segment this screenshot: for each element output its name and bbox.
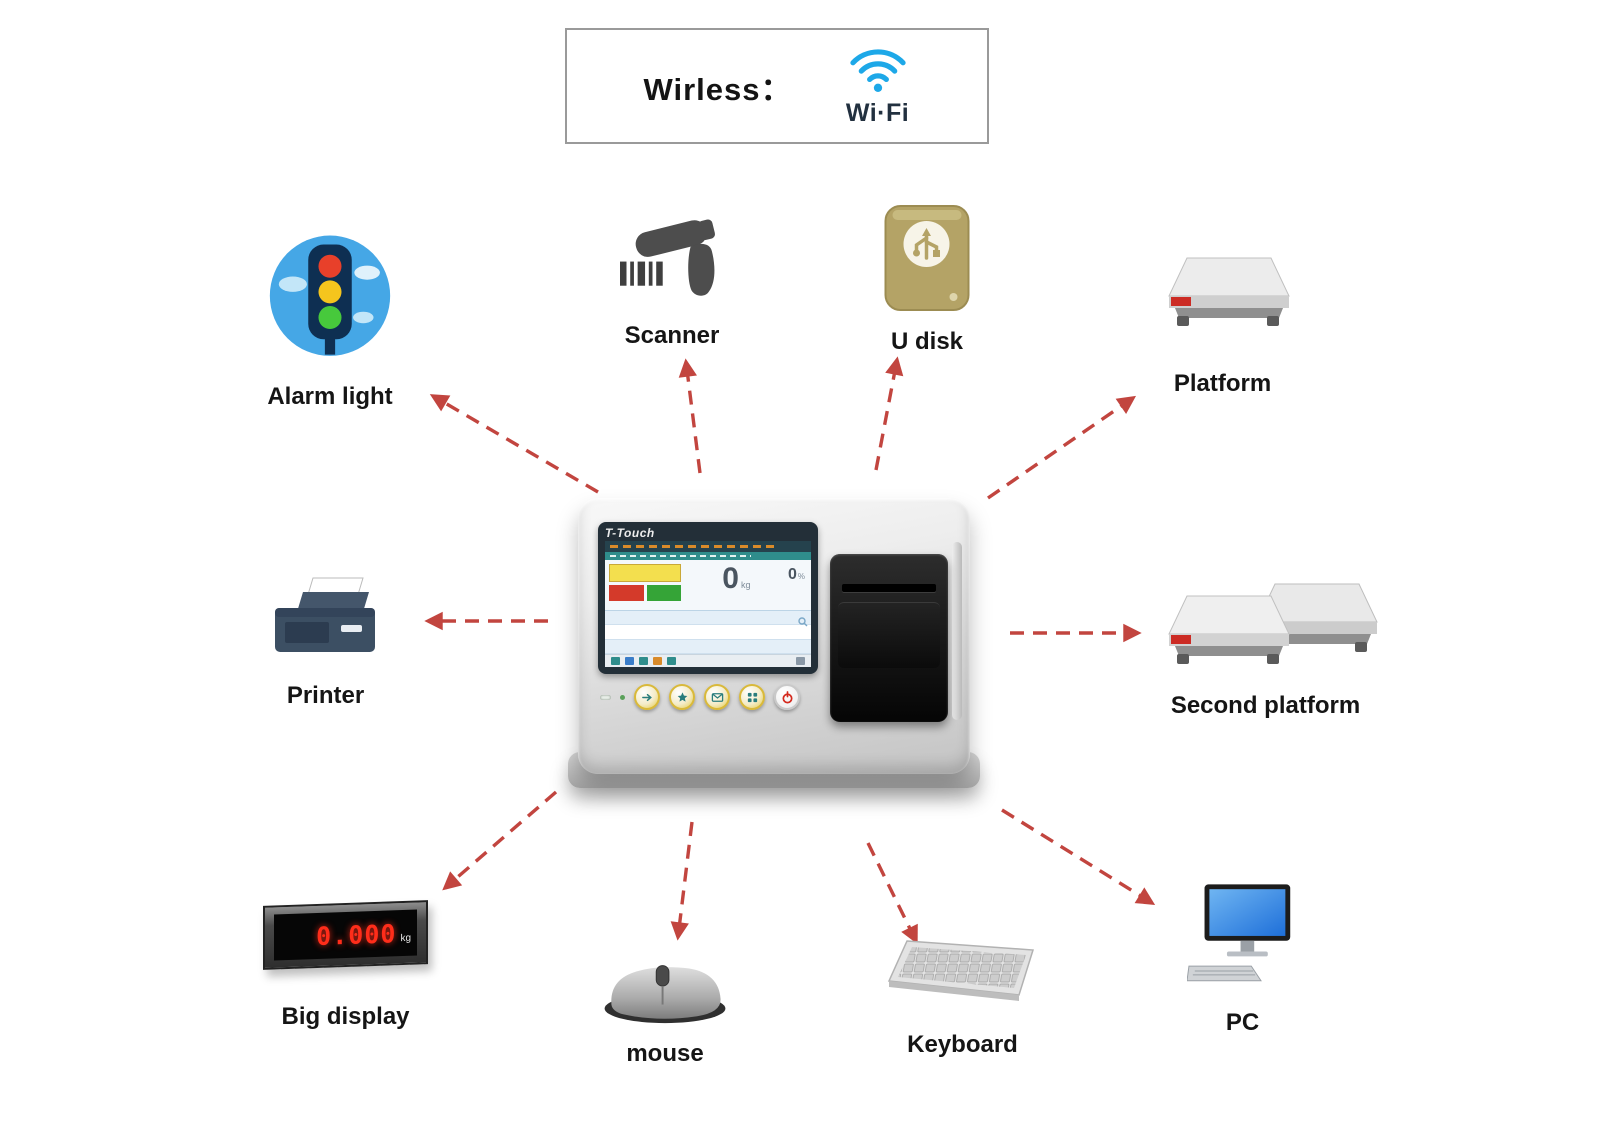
- toolbar-icon: [625, 657, 634, 665]
- device-buttons: [598, 684, 818, 710]
- node-label: Platform: [1173, 370, 1272, 397]
- wireless-box: Wirless： Wi·Fi: [565, 28, 989, 144]
- node-pc: PC: [1185, 882, 1300, 1037]
- node-label: PC: [1225, 1009, 1260, 1036]
- toolbar-icon: [639, 657, 648, 665]
- function-button-arrow: [634, 684, 660, 710]
- screen-status-chips: [609, 564, 681, 608]
- toolbar-icon: [611, 657, 620, 665]
- magnifier-icon: [798, 614, 808, 632]
- printer-cover: [838, 602, 940, 668]
- screen-header-bar: [605, 541, 811, 552]
- screen-record-table: [605, 610, 811, 654]
- node-second-platform: Second platform: [1148, 578, 1383, 720]
- node-label: U disk: [890, 328, 964, 355]
- node-label: Big display: [281, 1003, 410, 1030]
- node-mouse: mouse: [590, 950, 740, 1068]
- wifi-block: Wi·Fi: [845, 45, 911, 128]
- screen-weight-unit: kg: [740, 580, 751, 590]
- function-button-mail: [704, 684, 730, 710]
- computer-keyboard-icon: [887, 933, 1039, 1013]
- toolbar-icon: [796, 657, 805, 665]
- node-keyboard: Keyboard: [880, 933, 1045, 1059]
- node-label: mouse: [626, 1040, 704, 1067]
- node-scanner: Scanner: [592, 204, 752, 350]
- dual-weighing-platform-icon: [1153, 578, 1378, 678]
- node-u-disk: U disk: [852, 202, 1002, 356]
- screen-percent-value: 0: [787, 566, 797, 583]
- node-label: Alarm light: [267, 383, 393, 410]
- screen-ok-chip: [646, 585, 681, 601]
- wireless-label: Wirless：: [643, 71, 793, 107]
- printer-paper-slot: [842, 584, 936, 592]
- weighing-platform-icon: [1153, 252, 1293, 344]
- screen-under-chip: [609, 585, 644, 601]
- barcode-scanner-icon: [616, 204, 728, 308]
- node-printer: Printer: [248, 576, 403, 710]
- screen-subheader-bar: [605, 552, 811, 560]
- device-brand: T-Touch: [605, 526, 655, 540]
- node-label: Keyboard: [907, 1031, 1018, 1058]
- node-label: Scanner: [624, 322, 720, 349]
- device-screen-panel: T-Touch 0: [598, 522, 818, 710]
- traffic-light-icon: [266, 233, 394, 361]
- desktop-computer-icon: [1186, 882, 1299, 985]
- computer-mouse-icon: [598, 950, 733, 1026]
- printer-icon: [265, 576, 387, 668]
- led-display-screen: 0.000 kg: [274, 909, 417, 961]
- node-label: Printer: [286, 682, 365, 709]
- wifi-signal-icon: [845, 45, 911, 98]
- device-printer-module: [830, 554, 948, 722]
- led-display-unit: kg: [400, 932, 411, 944]
- screen-weight-value: 0: [722, 562, 739, 595]
- power-button: [774, 684, 800, 710]
- function-button-star: [669, 684, 695, 710]
- function-button-keypad: [739, 684, 765, 710]
- power-led: [600, 694, 611, 700]
- screen-percent-unit: %: [797, 572, 805, 581]
- status-led: [620, 694, 625, 700]
- node-alarm-light: Alarm light: [230, 233, 430, 411]
- toolbar-icon: [667, 657, 676, 665]
- wifi-label: Wi·Fi: [845, 98, 910, 127]
- screen-toolbar: [605, 654, 811, 667]
- screen-limit-chip: [609, 564, 681, 582]
- device-side-trim: [952, 542, 962, 720]
- led-display-value: 0.000: [316, 918, 397, 951]
- usb-drive-icon: [879, 202, 975, 314]
- led-display-icon: 0.000 kg: [263, 900, 428, 970]
- node-platform: Platform: [1140, 252, 1305, 398]
- node-label: Second platform: [1170, 692, 1361, 719]
- toolbar-icon: [653, 657, 662, 665]
- device-screen-bezel: T-Touch 0: [598, 522, 818, 674]
- weighing-indicator-device: T-Touch 0: [568, 498, 980, 788]
- node-big-display: 0.000 kg Big display: [258, 900, 433, 1031]
